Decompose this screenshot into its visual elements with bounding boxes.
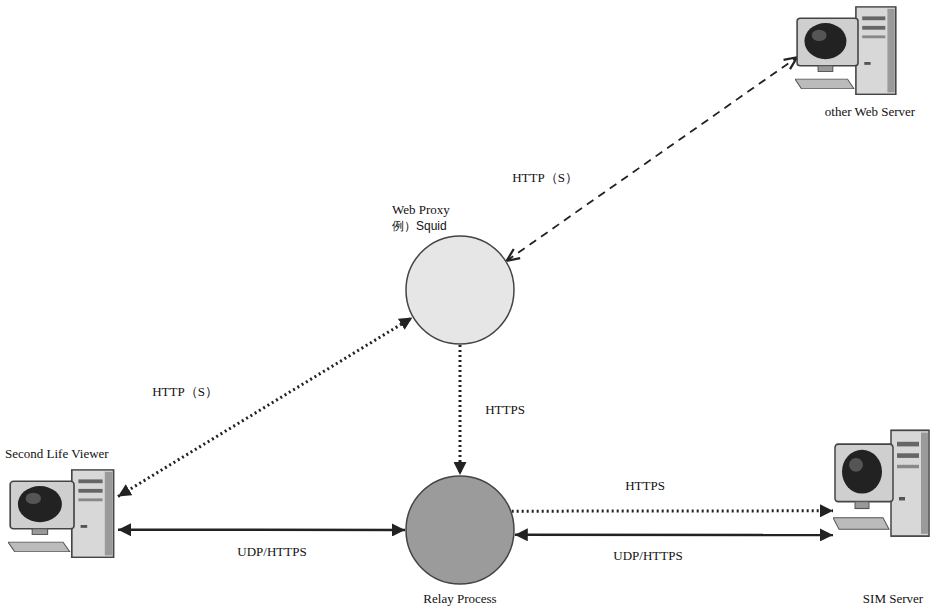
protocol-label: HTTP（S） (509, 170, 581, 186)
viewer-icon: Second Life Viewer (0, 440, 170, 570)
computer-icon (795, 5, 900, 100)
node-label: other Web Server (825, 104, 915, 120)
node-label: SIM Server (863, 591, 923, 607)
protocol-label: HTTP（S） (149, 384, 221, 400)
process-circle (405, 475, 515, 585)
node-label: Relay Process (423, 591, 496, 607)
protocol-label: UDP/HTTPS (234, 544, 309, 560)
web-server-icon: other Web Server (770, 0, 941, 125)
connector (515, 534, 833, 537)
relay-circle: Relay Process (395, 470, 525, 610)
protocol-label: HTTPS (622, 478, 668, 494)
proxy-circle: Web Proxy例）Squid (380, 200, 540, 350)
protocol-label: UDP/HTTPS (610, 548, 685, 564)
computer-icon (833, 428, 933, 543)
connector (118, 529, 405, 532)
protocol-label: HTTPS (482, 402, 528, 418)
connector (512, 509, 833, 512)
sim-server-icon: SIM Server (820, 420, 941, 614)
node-label: Web Proxy (392, 202, 450, 218)
process-circle (405, 235, 515, 345)
connector (118, 318, 412, 497)
node-label: Second Life Viewer (5, 446, 109, 462)
connector (507, 57, 797, 261)
node-label: 例）Squid (392, 218, 447, 234)
computer-icon (8, 468, 118, 563)
connector (459, 345, 462, 475)
